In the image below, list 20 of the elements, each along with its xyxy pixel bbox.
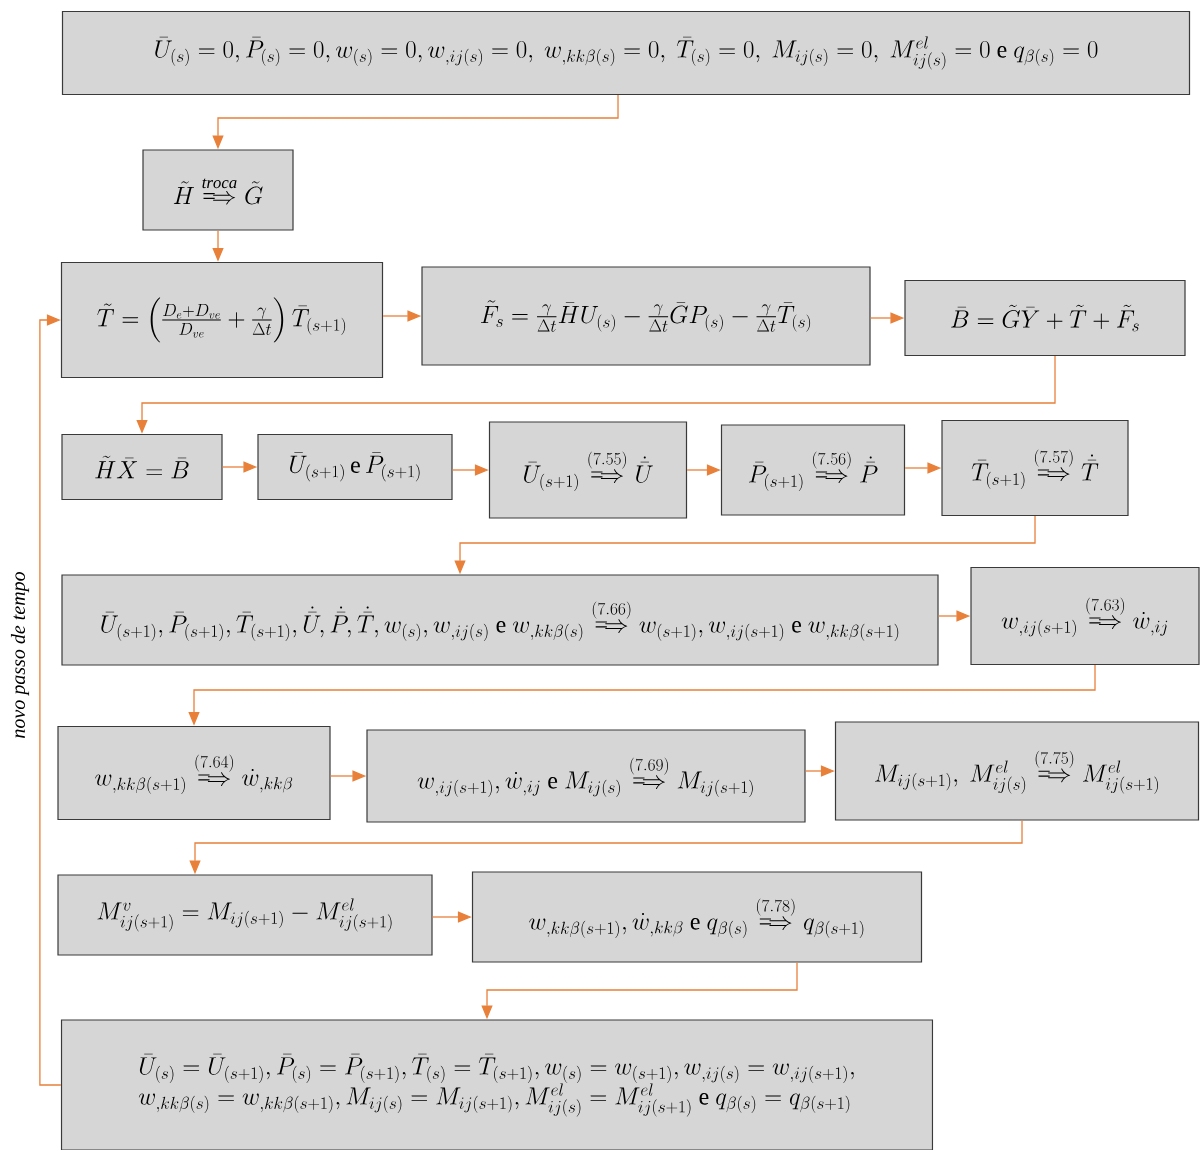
- formula-box: $\bar{B}=\tilde{G}\bar{Y}+\tilde{T}+\tilde{F}_{s}$: [904, 279, 1186, 357]
- formula-box: $w_{,ij(s+1)}\stackrel{(7.63)}{\Longrightarrow}\dot{w}_{,ij}$: [970, 566, 1200, 666]
- formula-box: $\bar{U}_{(s+1)},\bar{P}_{(s+1)},\bar{T}_{(s+1)},\dot{\bar{U}},\dot{\bar{P}},\dot{\bar{T}},w_{(s)},w_{,ij(s)}\ \mathrm{e}\ w_{,kk\beta(s)}\stackrel{(7.66)}{\Longrightarrow}w_{(s+1)},w_{,ij(s+1)}\ \mathrm{e}\ w_{,kk\beta(s+1)}$: [61, 574, 939, 666]
- formula-box: $\tilde{F}_{s}=\frac{\gamma}{\Delta t}\bar{H}U_{(s)}-\frac{\gamma}{\Delta t}\bar{G}P_{(s)}-\frac{\gamma}{\Delta t}\bar{T}_{(s)}$: [421, 266, 871, 366]
- edge-label: novo passo de tempo: [8, 569, 32, 741]
- formula-box: $\bar{P}_{(s+1)}\stackrel{(7.56)}{\Longrightarrow}\dot{\bar{P}}$: [720, 424, 906, 516]
- formula-box: $\tilde{H}\stackrel{\mathit{troca}}{\Longrightarrow}\tilde{G}$: [142, 149, 294, 231]
- formula-box: $\bar{U}_{(s)}=0,\bar{P}_{(s)}=0,w_{(s)}=0,w_{,ij(s)}=0,\ w_{,kk\beta(s)}=0,\ \bar{T}_{(s)}=0,\ M_{ij(s)}=0,\ M^{el}_{ij(s)}=0\ \mathrm{e}\ q_{\beta(s)}=0$: [61, 10, 1191, 96]
- formula-box: $\bar{U}_{(s+1)}\,\mathrm{e}\,\bar{P}_{(s+1)}$: [257, 433, 453, 501]
- formula-box: $\tilde{T}=\left(\frac{D_{e}+D_{ve}}{D_{ve}}+\frac{\gamma}{\Delta t}\right)\bar{T}_{(s+1)}$: [60, 261, 384, 379]
- formula-box: $w_{,ij(s+1)},\dot{w}_{,ij}\ \mathrm{e}\ M_{ij(s)}\stackrel{(7.69)}{\Longrightarrow}M_{ij(s+1)}$: [366, 729, 806, 823]
- formula-box: $\bar{T}_{(s+1)}\stackrel{(7.57)}{\Longrightarrow}\dot{\bar{T}}$: [941, 419, 1129, 517]
- formula-box: $\begin{array}{l}\bar{U}_{(s)}=\bar{U}_{(s+1)},\bar{P}_{(s)}=\bar{P}_{(s+1)},\bar{T}_{(s)}=\bar{T}_{(s+1)},w_{(s)}=w_{(s+1)},w_{,ij(s)}=w_{,ij(s+1)},\\ w_{,kk\beta(s)}=w_{,kk\beta(s+1)},M_{ij(s)}=M_{ij(s+1)},M^{el}_{ij(s)}=M^{el}_{ij(s+1)}\ \mathrm{e}\ q_{\beta(s)}=q_{\beta(s+1)}\end{array}$: [60, 1019, 934, 1150]
- formula-box: $M_{ij(s+1)},\ M^{el}_{ij(s)}\stackrel{(7.75)}{\Longrightarrow}M^{el}_{ij(s+1)}$: [834, 721, 1200, 821]
- formula-box: $w_{,kk\beta(s+1)},\dot{w}_{,kk\beta}\ \mathrm{e}\ q_{\beta(s)}\stackrel{(7.78)}{\Longrightarrow}q_{\beta(s+1)}$: [471, 871, 923, 963]
- formula-box: $M^{v}_{ij(s+1)}=M_{ij(s+1)}-M^{el}_{ij(s+1)}$: [57, 874, 433, 956]
- arrow: [39, 314, 62, 1086]
- formula-box: $w_{,kk\beta(s+1)}\stackrel{(7.64)}{\Longrightarrow}\dot{w}_{,kk\beta}$: [57, 725, 331, 821]
- formula-box: $\tilde{H}\bar{X}=\bar{B}$: [61, 433, 223, 501]
- formula-box: $\bar{U}_{(s+1)}\stackrel{(7.55)}{\Longrightarrow}\dot{\bar{U}}$: [488, 421, 688, 519]
